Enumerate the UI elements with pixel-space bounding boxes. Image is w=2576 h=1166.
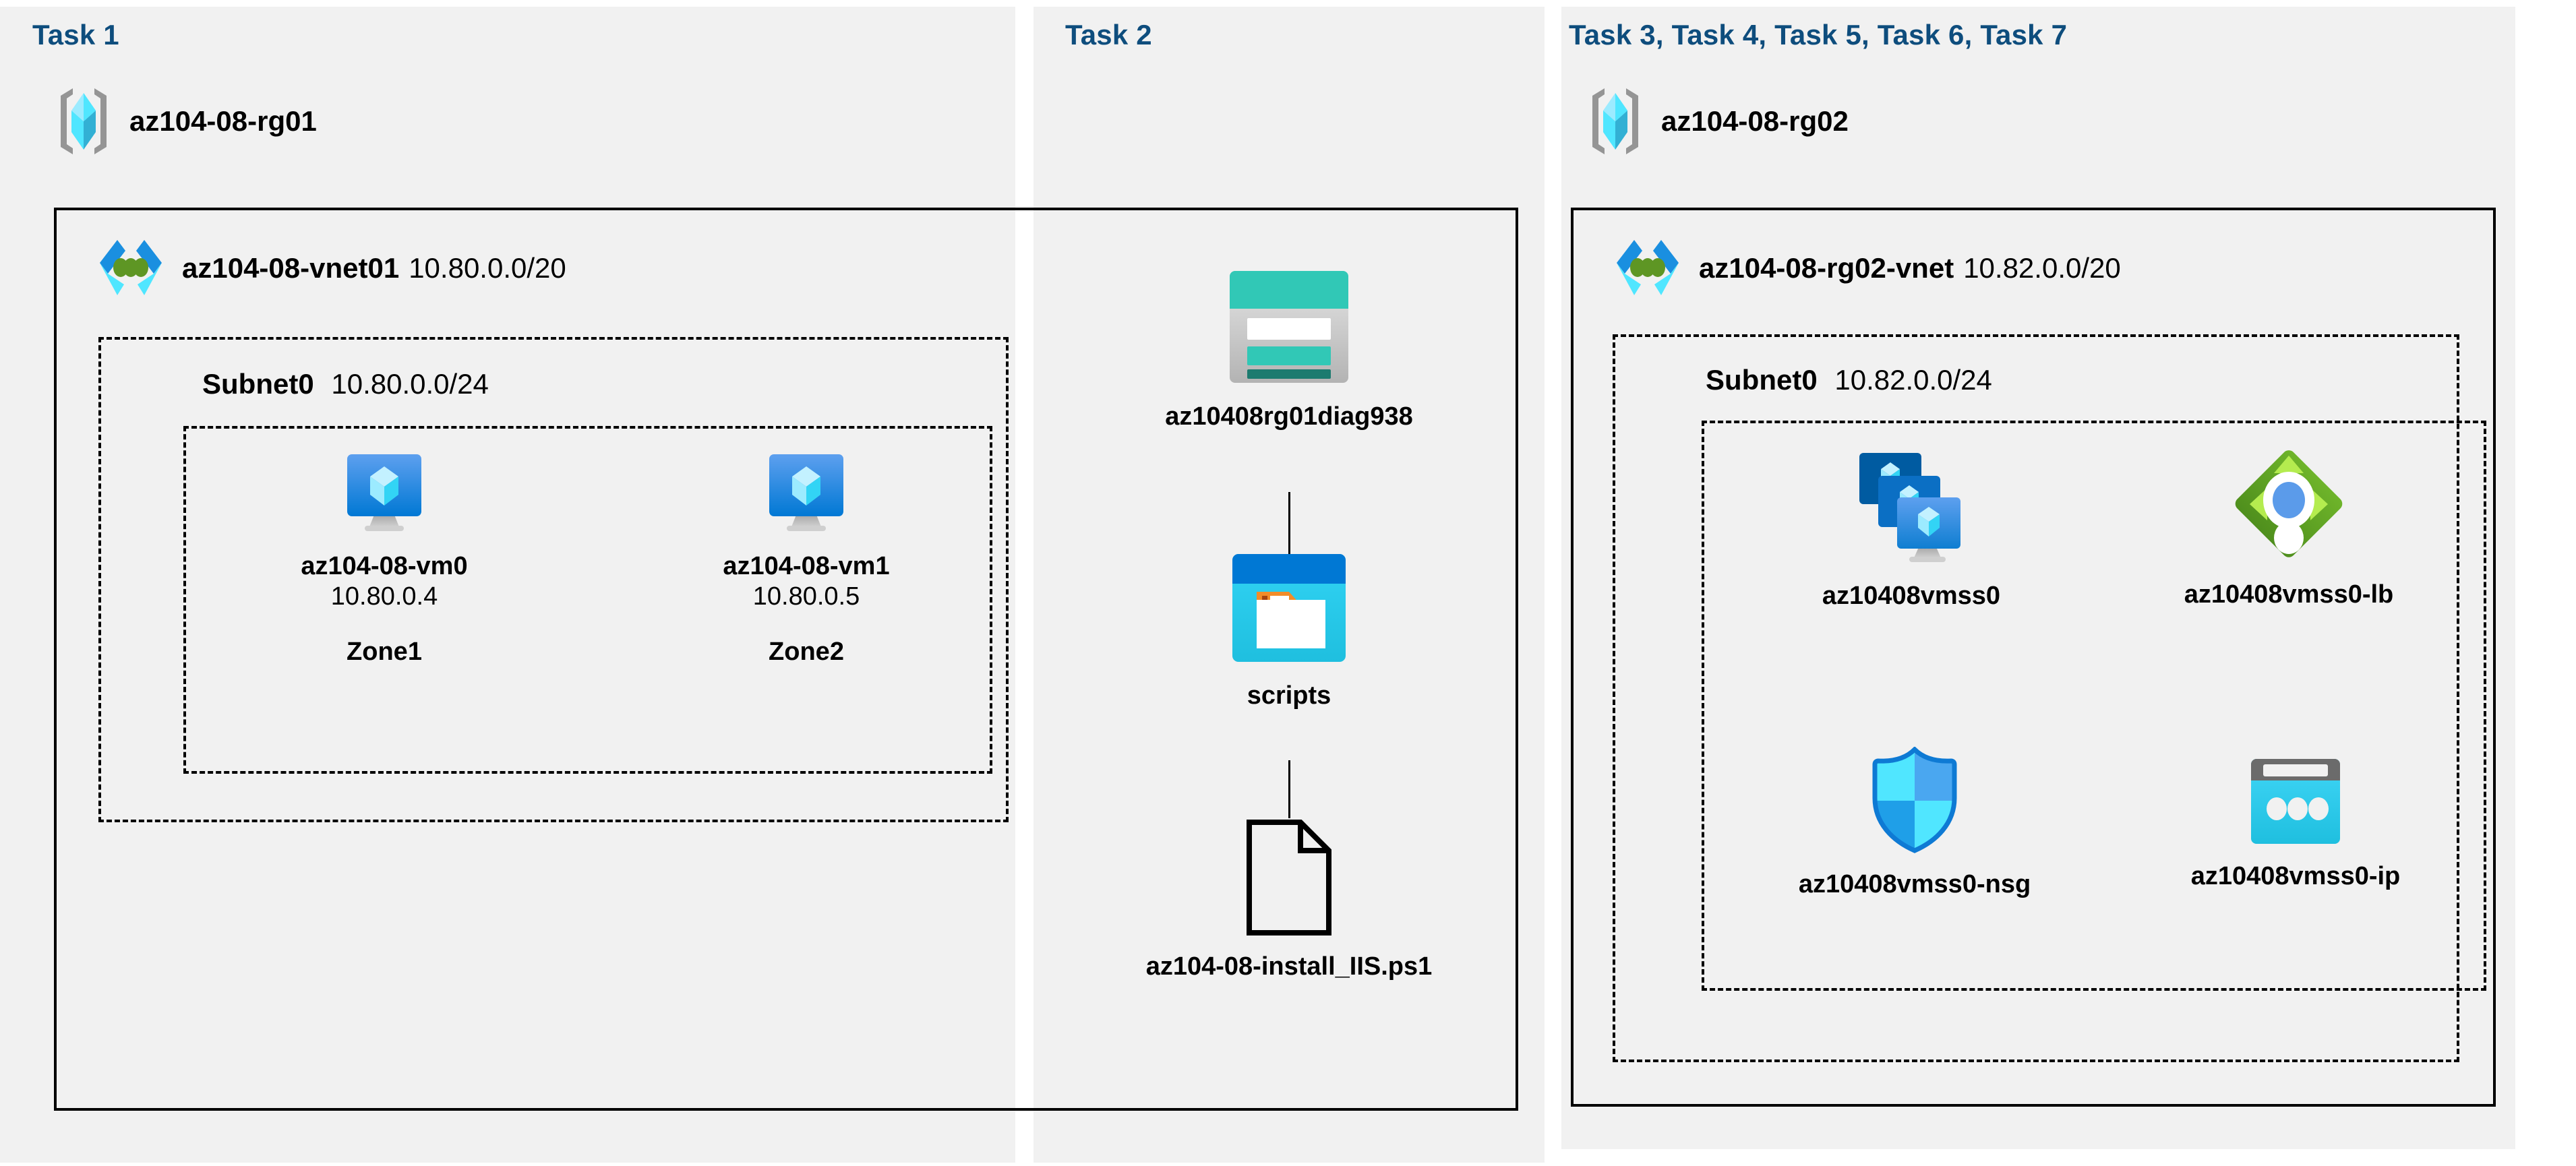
- resource-group-rg02: az104-08-rg02: [1584, 86, 1849, 156]
- file-az104-08-install-iis-ps1[interactable]: az104-08-install_IIS.ps1: [1146, 818, 1432, 982]
- vm-az104-08-vm0[interactable]: az104-08-vm0 10.80.0.4 Zone1: [283, 453, 485, 667]
- subnet0-rg02-vnet-name: Subnet0: [1706, 364, 1818, 396]
- vm-az104-08-vm1[interactable]: az104-08-vm1 10.80.0.5 Zone2: [705, 453, 907, 667]
- load-balancer-icon: [2228, 443, 2349, 565]
- vm-scale-set-label: az10408vmss0: [1822, 582, 2001, 610]
- subnet0-rg02-vnet-boundary: [1613, 334, 2459, 1062]
- vnet-az104-08-rg02-vnet-boundary: [1571, 208, 2496, 1107]
- vnet-az104-08-vnet01-boundary: [54, 208, 1518, 1111]
- vnet-az104-08-rg02-vnet-cidr: 10.82.0.0/20: [1963, 252, 2121, 284]
- vnet-az104-08-rg02-vnet-name: az104-08-rg02-vnet: [1699, 252, 1954, 284]
- storage-account-label: az10408rg01diag938: [1165, 402, 1413, 431]
- vnet-az104-08-vnet01-name: az104-08-vnet01: [182, 252, 400, 284]
- virtual-machine-icon: [345, 453, 424, 536]
- virtual-machine-icon: [767, 453, 846, 536]
- panel-task3to7: [1561, 7, 2515, 1149]
- vm-az104-08-vm0-ip: 10.80.0.4: [330, 582, 438, 611]
- resource-group-icon: [53, 86, 115, 156]
- connector-container-to-file: [1288, 760, 1290, 818]
- load-balancer-label: az10408vmss0-lb: [2184, 580, 2394, 609]
- task1-label: Task 1: [32, 19, 119, 51]
- file-icon: [1244, 818, 1334, 937]
- vm-scale-set-az10408vmss0[interactable]: az10408vmss0: [1800, 450, 2023, 611]
- virtual-network-icon: [94, 236, 167, 301]
- blob-container-icon: [1228, 550, 1350, 666]
- vm-az104-08-vm0-zone: Zone1: [347, 637, 422, 666]
- public-ip-address-icon: [2247, 756, 2344, 847]
- load-balancer-az10408vmss0-lb[interactable]: az10408vmss0-lb: [2178, 443, 2400, 610]
- resource-group-icon: [1584, 86, 1646, 156]
- vnet-az104-08-vnet01-header: az104-08-vnet01 10.80.0.0/20: [94, 236, 566, 301]
- network-security-group-az10408vmss0-nsg[interactable]: az10408vmss0-nsg: [1799, 747, 2031, 900]
- connector-account-to-container: [1288, 492, 1290, 565]
- vnet-az104-08-rg02-vnet-header: az104-08-rg02-vnet 10.82.0.0/20: [1611, 236, 2121, 301]
- rg02-resource-group-boundary: [1702, 421, 2486, 991]
- subnet0-vnet01-name: Subnet0: [202, 368, 314, 400]
- file-label: az104-08-install_IIS.ps1: [1145, 952, 1433, 981]
- public-ip-address-label: az10408vmss0-ip: [2190, 862, 2401, 890]
- vm-az104-08-vm0-name: az104-08-vm0: [301, 552, 468, 580]
- task3to7-label: Task 3, Task 4, Task 5, Task 6, Task 7: [1569, 19, 2068, 51]
- panel-task1: [0, 7, 1015, 1163]
- network-security-group-label: az10408vmss0-nsg: [1798, 870, 2031, 898]
- storage-account-icon: [1223, 267, 1355, 387]
- resource-group-rg02-label: az104-08-rg02: [1661, 105, 1849, 137]
- subnet0-rg02-vnet-cidr: 10.82.0.0/24: [1834, 364, 1992, 396]
- vm-scale-set-icon: [1857, 450, 1966, 566]
- vm-az104-08-vm1-ip: 10.80.0.5: [752, 582, 860, 611]
- blob-container-scripts[interactable]: scripts: [1188, 550, 1390, 711]
- subnet0-rg02-vnet-header: Subnet0 10.82.0.0/24: [1706, 364, 1992, 396]
- subnet0-vnet01-header: Subnet0 10.80.0.0/24: [202, 368, 489, 400]
- subnet0-vnet01-cidr: 10.80.0.0/24: [331, 368, 489, 400]
- virtual-network-icon: [1611, 236, 1684, 301]
- vnet-az104-08-vnet01-cidr: 10.80.0.0/20: [409, 252, 566, 284]
- resource-group-rg01: az104-08-rg01: [53, 86, 317, 156]
- vm-group-boundary: [183, 426, 992, 774]
- task2-label: Task 2: [1065, 19, 1152, 51]
- vm-az104-08-vm1-zone: Zone2: [769, 637, 844, 666]
- resource-group-rg01-label: az104-08-rg01: [129, 105, 317, 137]
- vm-az104-08-vm1-name: az104-08-vm1: [723, 552, 890, 580]
- storage-account-az10408rg01diag938[interactable]: az10408rg01diag938: [1165, 267, 1413, 432]
- network-security-group-icon: [1867, 747, 1962, 855]
- blob-container-label: scripts: [1247, 681, 1331, 710]
- public-ip-address-az10408vmss0-ip[interactable]: az10408vmss0-ip: [2184, 756, 2407, 892]
- subnet0-vnet01-boundary: [98, 337, 1009, 822]
